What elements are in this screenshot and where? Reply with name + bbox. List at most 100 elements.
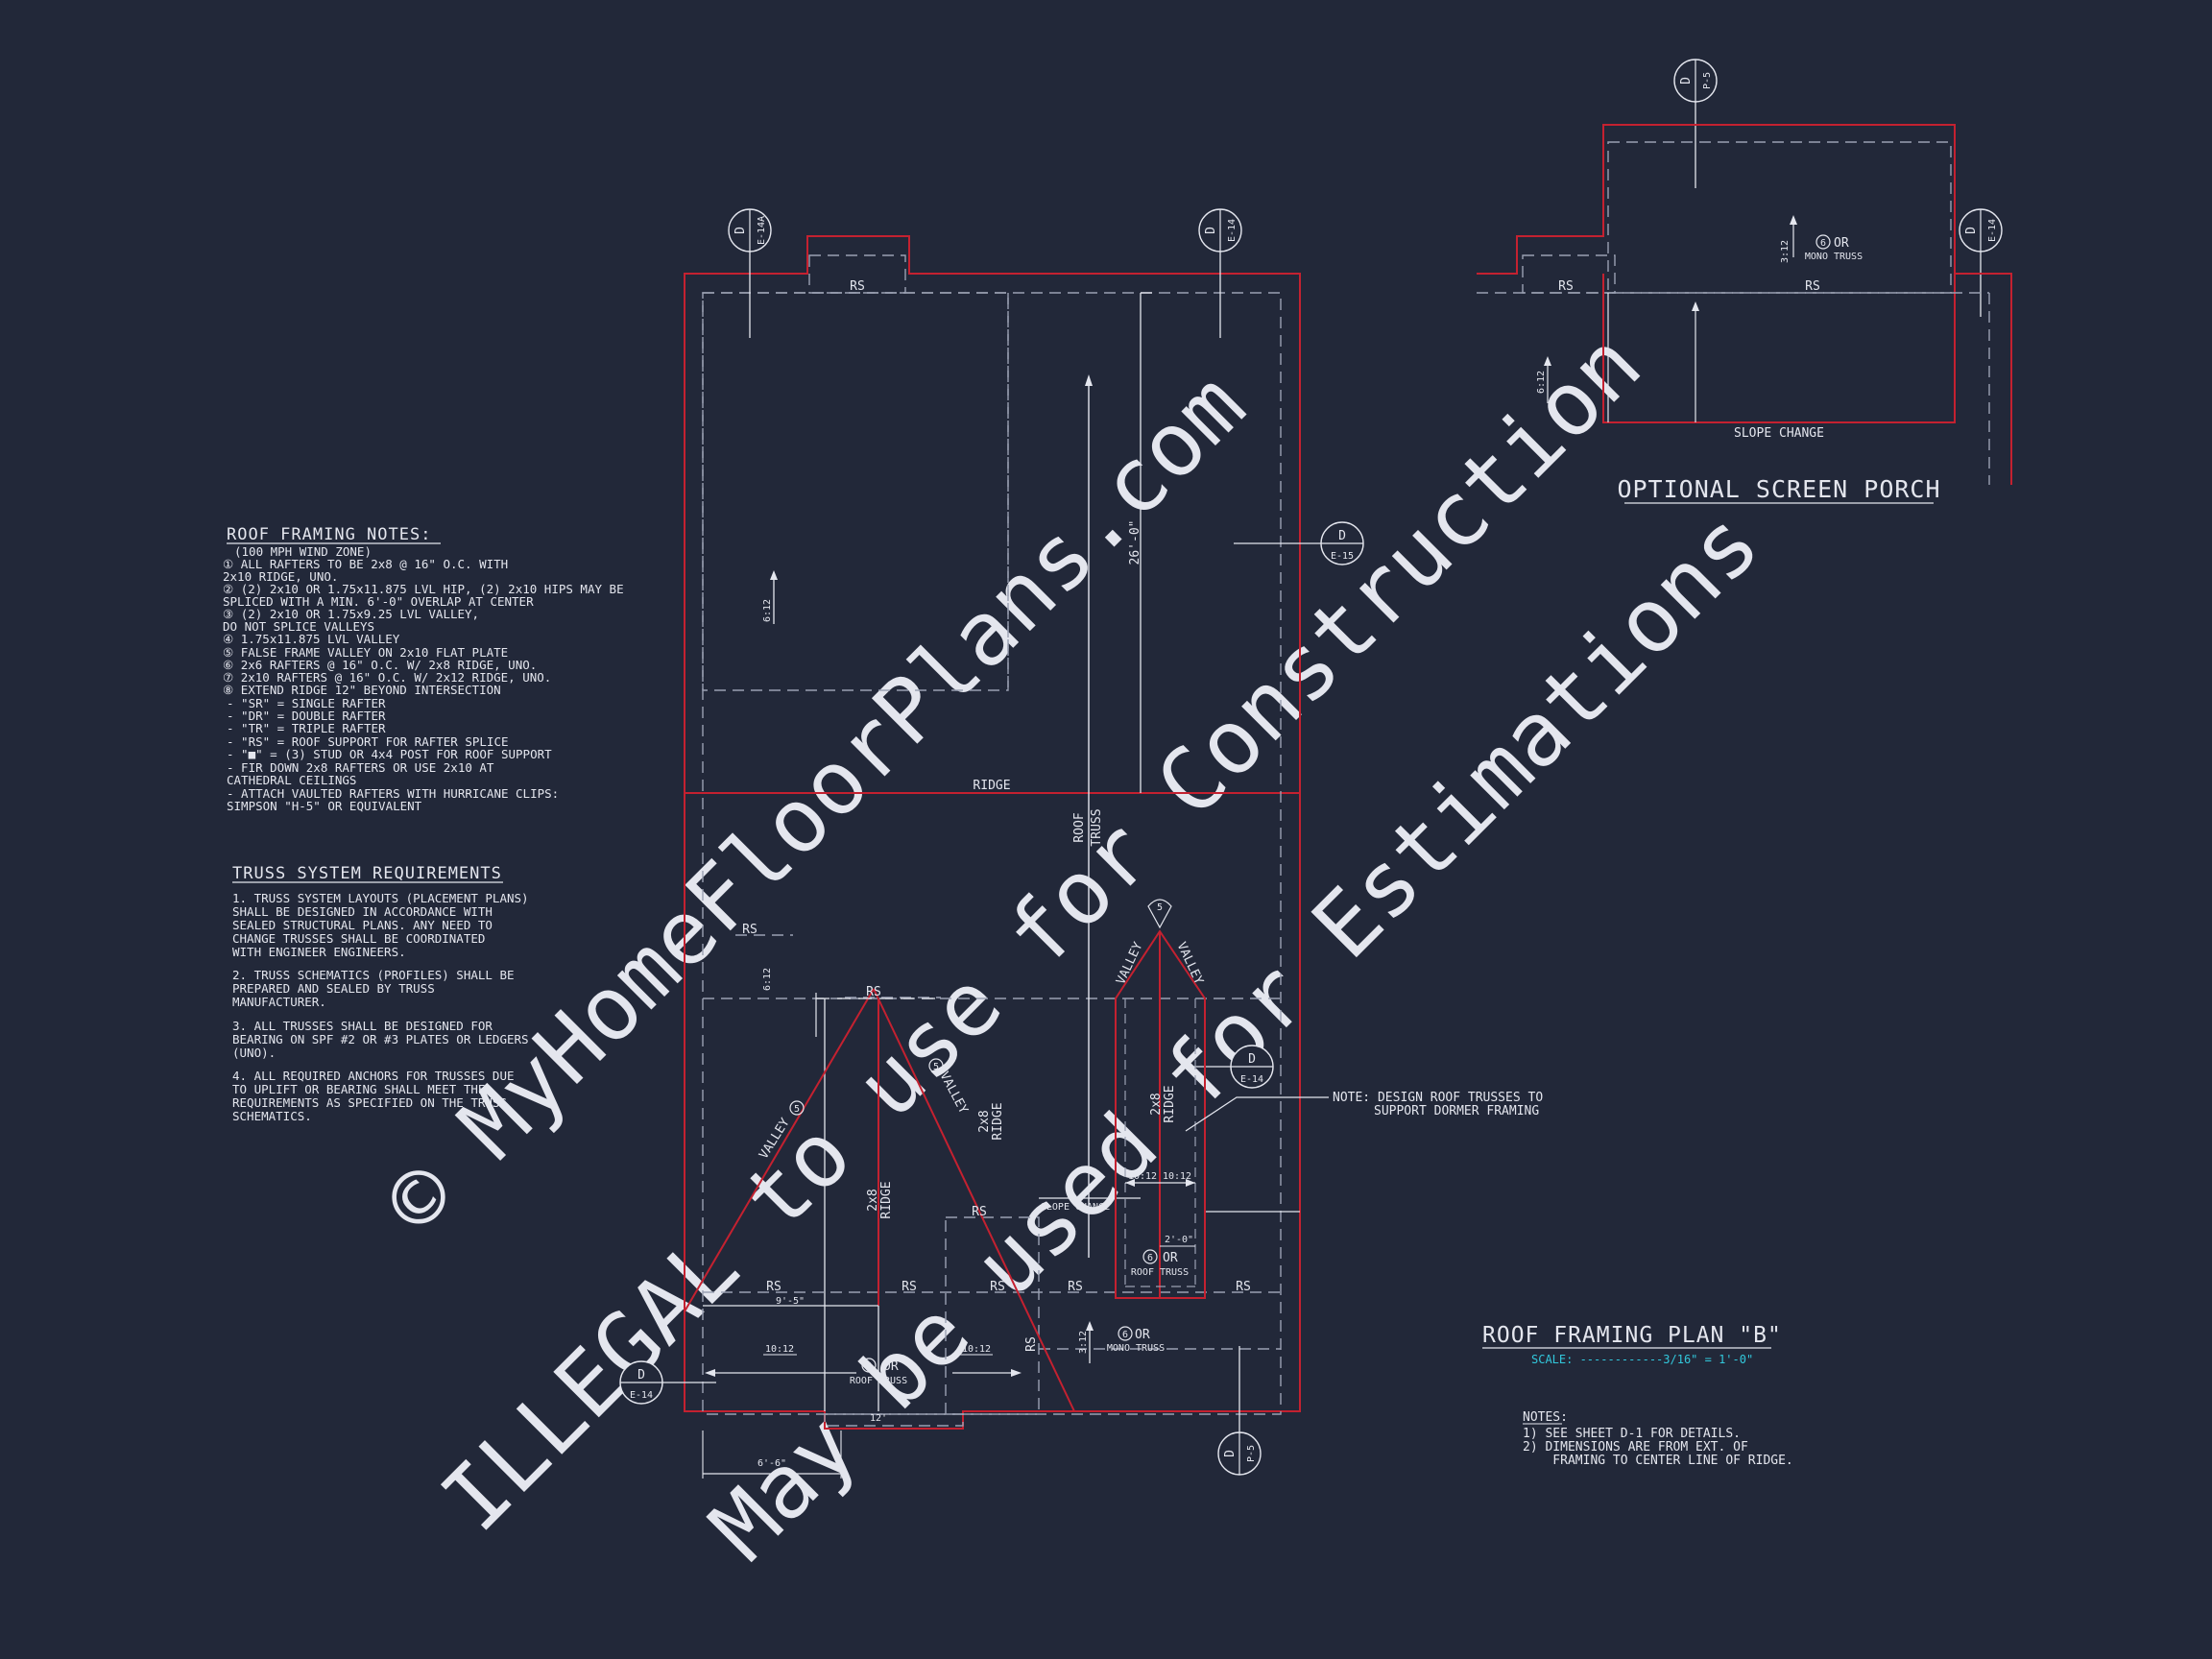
marker-letter: D: [733, 227, 748, 234]
truss-note-line: 1. TRUSS SYSTEM LAYOUTS (PLACEMENT PLANS…: [232, 891, 529, 905]
note-line: - "SR" = SINGLE RAFTER: [227, 696, 386, 710]
note-line: ⑦ 2x10 RAFTERS @ 16" O.C. W/ 2x12 RIDGE,…: [223, 670, 551, 685]
truss-system-requirements: TRUSS SYSTEM REQUIREMENTS 1. TRUSS SYSTE…: [232, 864, 529, 1123]
roof-framing-notes: ROOF FRAMING NOTES: (100 MPH WIND ZONE) …: [223, 525, 624, 813]
section-marker-2: D E-14: [1198, 208, 1242, 338]
marker-letter: D: [1679, 77, 1694, 84]
marker-sheet: E-15: [1331, 551, 1354, 562]
truss-note-line: WITH ENGINEER ENGINEERS.: [232, 945, 406, 959]
circle-5-label: 5: [1157, 902, 1163, 913]
dim-6-6-label: 6'-6": [757, 1458, 786, 1469]
pitch-arrow-1012-left: 10:12: [705, 1344, 856, 1377]
pitch-312-label: 3:12: [1078, 1331, 1089, 1354]
section-marker-3: D E-15: [1320, 521, 1364, 565]
note-line: - "TR" = TRIPLE RAFTER: [227, 721, 386, 735]
marker-sheet: P-5: [1702, 72, 1713, 89]
note-line: SPLICED WITH A MIN. 6'-0" OVERLAP AT CEN…: [223, 594, 534, 609]
wall-dashed-lines: [702, 254, 1282, 1427]
ridge-label-vertical: RIDGE: [1163, 1085, 1177, 1122]
mono-truss-label: MONO TRUSS: [1805, 252, 1863, 262]
note-line: (100 MPH WIND ZONE): [234, 544, 372, 559]
rs-label: RS: [742, 923, 757, 937]
truss-note-line: PREPARED AND SEALED BY TRUSS: [232, 981, 435, 996]
porch-outline: [1477, 124, 1956, 423]
truss-note-line: 4. ALL REQUIRED ANCHORS FOR TRUSSES DUE: [232, 1069, 515, 1083]
porch-slope-change: SLOPE CHANGE: [1734, 426, 1824, 441]
rs-label: RS: [766, 1280, 781, 1294]
marker-sheet: P-5: [1246, 1445, 1257, 1462]
plan-scale: SCALE: ------------3/16" = 1'-0": [1531, 1353, 1753, 1366]
pitch-arrow-312-mono: 3:12 6 OR MONO TRUSS: [1078, 1321, 1165, 1363]
section-marker-4: D E-14: [1230, 1045, 1274, 1089]
or-label: OR: [1163, 1251, 1178, 1265]
circle-6-label: 6: [866, 1361, 872, 1372]
pitch-1012-label: 10:12: [1128, 1171, 1157, 1182]
rs-label: RS: [1805, 279, 1820, 294]
section-marker-8: D E-14: [1959, 208, 2003, 317]
pitch-612-label: 6:12: [762, 968, 773, 991]
rs-label: RS: [850, 279, 865, 294]
rs-label: RS: [1068, 1280, 1083, 1294]
marker-sheet: E-14: [630, 1390, 653, 1401]
watermark: © MyHomeFloorPlans.com ILLEGAL to use fo…: [365, 313, 1779, 1580]
truss-note-line: 3. ALL TRUSSES SHALL BE DESIGNED FOR: [232, 1019, 493, 1033]
note-line: CATHEDRAL CEILINGS: [227, 773, 356, 787]
truss-note-line: MANUFACTURER.: [232, 995, 326, 1009]
truss-note-line: SEALED STRUCTURAL PLANS. ANY NEED TO: [232, 918, 493, 932]
section-marker-7: D P-5: [1673, 59, 1718, 188]
dim-2-0-label: 2'-0": [1165, 1235, 1193, 1245]
plan-note-line: 1) SEE SHEET D-1 FOR DETAILS.: [1523, 1427, 1741, 1441]
pitch-612-label: 6:12: [1536, 371, 1547, 394]
ridge-2x8-label: 2x8: [866, 1189, 880, 1211]
roof-plan-main: 26'-0" RIDGE ROOF TRUSS 6:12 RS RS RS VA…: [684, 235, 1543, 1479]
mono-truss-label: MONO TRUSS: [1107, 1343, 1165, 1354]
note-line: - "DR" = DOUBLE RAFTER: [227, 709, 386, 723]
rs-label: RS: [990, 1280, 1005, 1294]
or-label: OR: [1834, 236, 1849, 251]
marker-letter: D: [1964, 227, 1979, 234]
note-line: SIMPSON "H-5" OR EQUIVALENT: [227, 799, 422, 813]
pitch-312-label: 3:12: [1780, 240, 1791, 263]
truss-note-line: CHANGE TRUSSES SHALL BE COORDINATED: [232, 931, 485, 946]
truss-note-line: SCHEMATICS.: [232, 1109, 312, 1123]
valley-label: VALLEY: [1114, 940, 1146, 987]
circle-6-label: 6: [1147, 1253, 1153, 1263]
dimension-6-6: 6'-6": [702, 1431, 842, 1479]
circle-5-label: 5: [794, 1104, 800, 1115]
roof-truss-label-2: TRUSS: [1090, 808, 1104, 846]
pitch-arrow-1012-right: 10:12: [952, 1344, 1022, 1377]
circle-6-label: 6: [1122, 1330, 1128, 1340]
ridge-label-vertical: RIDGE: [991, 1102, 1005, 1140]
rs-label: RS: [1024, 1336, 1039, 1352]
note-line: - "■" = (3) STUD OR 4x4 POST FOR ROOF SU…: [227, 747, 552, 761]
ridge-2x8-label: 2x8: [1149, 1093, 1164, 1115]
roof-truss-label-1: ROOF: [1072, 812, 1087, 842]
marker-letter: D: [1223, 1450, 1238, 1457]
rs-label: RS: [1558, 279, 1574, 294]
note-line: ④ 1.75x11.875 LVL VALLEY: [223, 632, 400, 646]
marker-letter: D: [1204, 227, 1218, 234]
dimension-26ft: 26'-0": [1085, 374, 1142, 1258]
truss-note-line: BEARING ON SPF #2 OR #3 PLATES OR LEDGER…: [232, 1032, 529, 1046]
truss-note-line: REQUIREMENTS AS SPECIFIED ON THE TRUSS: [232, 1095, 507, 1110]
marker-letter: D: [637, 1368, 645, 1382]
ridge-label: RIDGE: [973, 779, 1010, 793]
dormer-note-line-2: SUPPORT DORMER FRAMING: [1374, 1104, 1539, 1118]
marker-sheet: E-14: [1240, 1074, 1263, 1085]
pitch-612-label: 6:12: [762, 599, 773, 622]
note-line: ① ALL RAFTERS TO BE 2x8 @ 16" O.C. WITH: [223, 557, 508, 571]
marker-sheet: E-14: [1987, 219, 1998, 242]
pitch-1012-label: 10:12: [1163, 1171, 1191, 1182]
dormer-note-line-1: NOTE: DESIGN ROOF TRUSSES TO: [1333, 1091, 1543, 1105]
note-line: ③ (2) 2x10 OR 1.75x9.25 LVL VALLEY,: [223, 607, 479, 621]
dimension-9-5: 9'-5": [703, 1296, 878, 1307]
valley-label: VALLEY: [1173, 940, 1206, 987]
screen-porch-plan: 3:12 6 OR MONO TRUSS RS RS 6:12 SLOPE CH…: [1477, 124, 2012, 504]
plan-note-line: 2) DIMENSIONS ARE FROM EXT. OF: [1523, 1440, 1748, 1455]
section-marker-1: D E-14A: [728, 208, 772, 338]
note-line: - FIR DOWN 2x8 RAFTERS OR USE 2x10 AT: [227, 760, 494, 775]
note-line: ⑧ EXTEND RIDGE 12" BEYOND INTERSECTION: [223, 683, 501, 697]
slope-change-label: SLOPE CHANGE: [1041, 1202, 1110, 1213]
dormer-note: NOTE: DESIGN ROOF TRUSSES TO SUPPORT DOR…: [1185, 1091, 1543, 1132]
